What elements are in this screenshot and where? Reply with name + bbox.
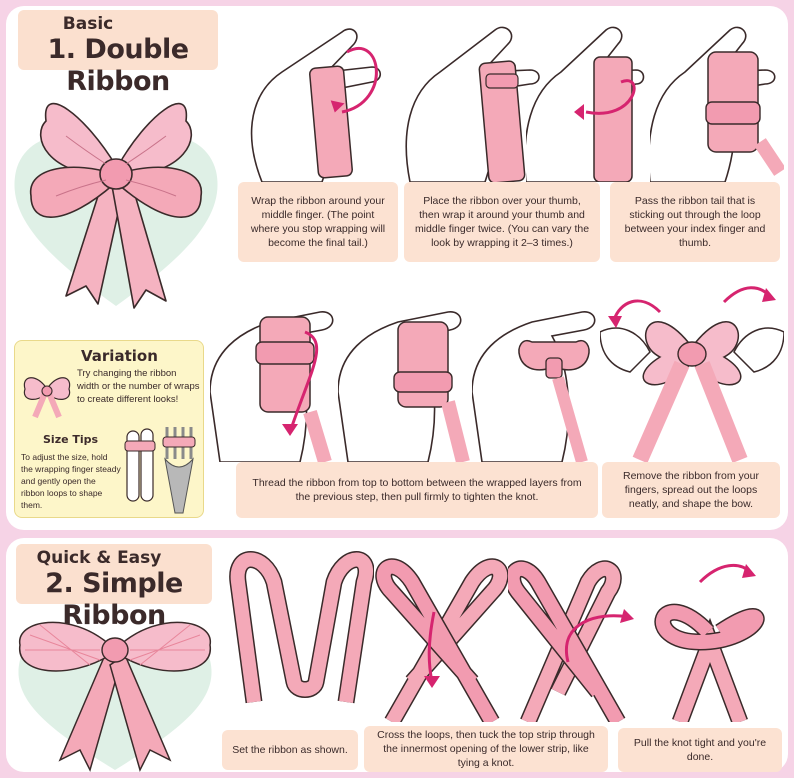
simple-step4-illustration	[640, 542, 786, 722]
simple-step3-illustration	[508, 542, 638, 722]
step4-hand-illustration	[650, 12, 784, 182]
simple-step2-caption: Cross the loops, then tuck the top strip…	[364, 726, 608, 772]
section1-subtitle: Basic	[62, 14, 114, 34]
step1-caption: Wrap the ribbon around your middle finge…	[238, 182, 398, 262]
step2-caption: Place the ribbon over your thumb, then w…	[404, 182, 600, 262]
step7-hand-illustration	[472, 272, 602, 462]
step3-hand-illustration	[526, 12, 646, 182]
small-bow-icon	[23, 377, 71, 419]
section2-main-title: 2. Simple Ribbon	[45, 568, 183, 631]
section1-main-title: 1. Double Ribbon	[47, 34, 189, 97]
simple-step2-illustration	[372, 542, 522, 722]
step3-caption: Pass the ribbon tail that is sticking ou…	[610, 182, 780, 262]
simple-step3-caption: Pull the knot tight and you're done.	[618, 728, 782, 772]
double-ribbon-bow-illustration	[6, 76, 226, 336]
step5-hand-illustration	[210, 272, 350, 462]
variation-box: Variation Try changing the ribbon width …	[14, 340, 204, 518]
step8-bow-spread-illustration	[600, 272, 784, 462]
step2-hand-illustration	[400, 12, 550, 182]
size-tips-title: Size Tips	[43, 433, 99, 446]
step1-hand-illustration	[232, 12, 402, 182]
fork-and-fingers-icon	[124, 427, 196, 514]
step5-caption: Remove the ribbon from your fingers, spr…	[602, 462, 780, 518]
step4-caption: Thread the ribbon from top to bottom bet…	[236, 462, 598, 518]
size-tips-text: To adjust the size, hold the wrapping fi…	[21, 452, 121, 510]
simple-ribbon-bow-illustration	[10, 600, 220, 776]
simple-step1-caption: Set the ribbon as shown.	[222, 730, 358, 770]
step6-hand-illustration	[338, 272, 478, 462]
section2-title: Quick & Easy 2. Simple Ribbon	[16, 544, 212, 631]
simple-step1-illustration	[224, 542, 374, 722]
variation-title: Variation	[81, 347, 158, 365]
section1-title: Basic 1. Double Ribbon	[18, 10, 218, 97]
section2-subtitle: Quick & Easy	[36, 548, 162, 568]
variation-text: Try changing the ribbon width or the num…	[77, 368, 200, 405]
